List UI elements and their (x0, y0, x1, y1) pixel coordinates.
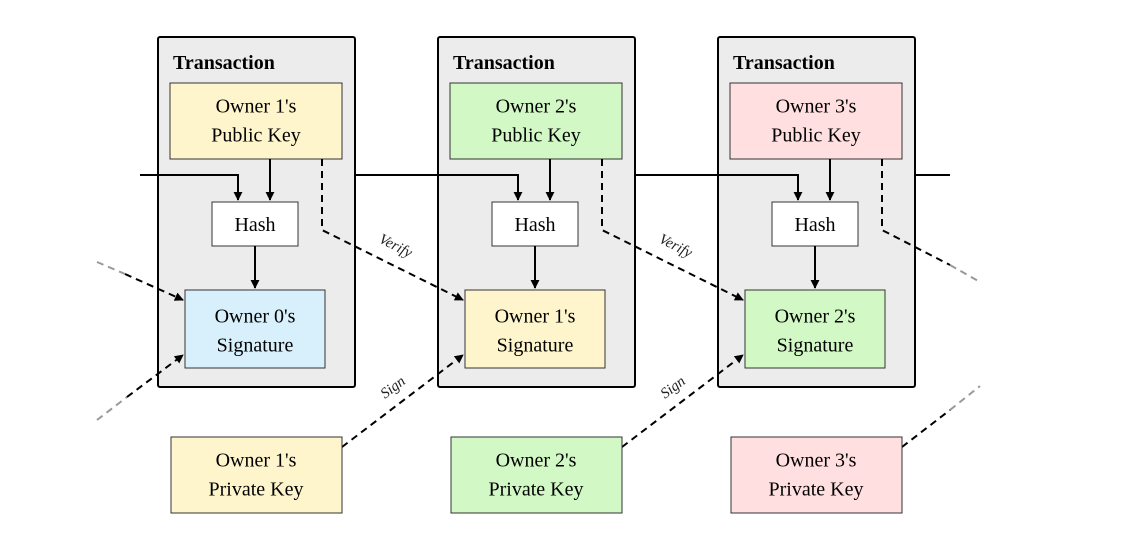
internal-arrows (438, 159, 555, 289)
signature-label-line: Signature (777, 335, 854, 357)
prev-to-hash-arrow (438, 174, 523, 201)
verify-label: Verify (376, 231, 415, 261)
public-key-label-line: Public Key (771, 125, 860, 147)
public-key-box (729, 82, 903, 160)
signature-label-line: Owner 2's (775, 306, 856, 328)
private-key-box (450, 436, 623, 514)
signature-label-line: Owner 1's (495, 306, 576, 328)
private-key-box (170, 436, 343, 514)
internal-arrows (158, 159, 275, 289)
verify-edge-3 (881, 159, 981, 283)
public-key-box (449, 82, 623, 160)
public-key-box (169, 82, 343, 160)
hash-box (491, 201, 579, 247)
sign-arrow (341, 354, 464, 448)
hash-label: Hash (514, 214, 555, 236)
hash-box (771, 201, 859, 247)
transaction-title: Transaction (173, 52, 275, 74)
private-key-label-line: Owner 3's (776, 450, 857, 472)
public-key-label-line: Owner 1's (216, 96, 297, 118)
public-key-label-line: Public Key (491, 125, 580, 147)
prev-to-hash-arrow (158, 174, 243, 201)
transaction-title: Transaction (733, 52, 835, 74)
signature-label-line: Owner 0's (215, 306, 296, 328)
hash-label: Hash (794, 214, 835, 236)
internal-arrows (718, 159, 835, 289)
sign-edge-3 (901, 385, 981, 448)
signature-box (464, 289, 606, 369)
sign-label: Sign (658, 373, 689, 402)
private-key-box (730, 436, 903, 514)
signature-box (744, 289, 886, 369)
sign-arrow (621, 354, 744, 448)
public-key-label-line: Owner 2's (496, 96, 577, 118)
sign-edge-0 (96, 354, 184, 421)
signature-label-line: Signature (497, 335, 574, 357)
private-key-label-line: Private Key (489, 479, 584, 501)
private-key-label-line: Owner 1's (216, 450, 297, 472)
transaction-title: Transaction (453, 52, 555, 74)
public-key-label-line: Owner 3's (776, 96, 857, 118)
private-key-label-line: Owner 2's (496, 450, 577, 472)
verify-edge-0 (96, 261, 184, 301)
signature-box (184, 289, 326, 369)
sign-label: Sign (378, 373, 409, 402)
private-key-label-line: Private Key (209, 479, 304, 501)
public-key-label-line: Public Key (211, 125, 300, 147)
hash-label: Hash (234, 214, 275, 236)
signature-label-line: Signature (217, 335, 294, 357)
verify-label: Verify (656, 231, 695, 261)
hash-box (211, 201, 299, 247)
private-key-label-line: Private Key (769, 479, 864, 501)
prev-to-hash-arrow (718, 174, 803, 201)
